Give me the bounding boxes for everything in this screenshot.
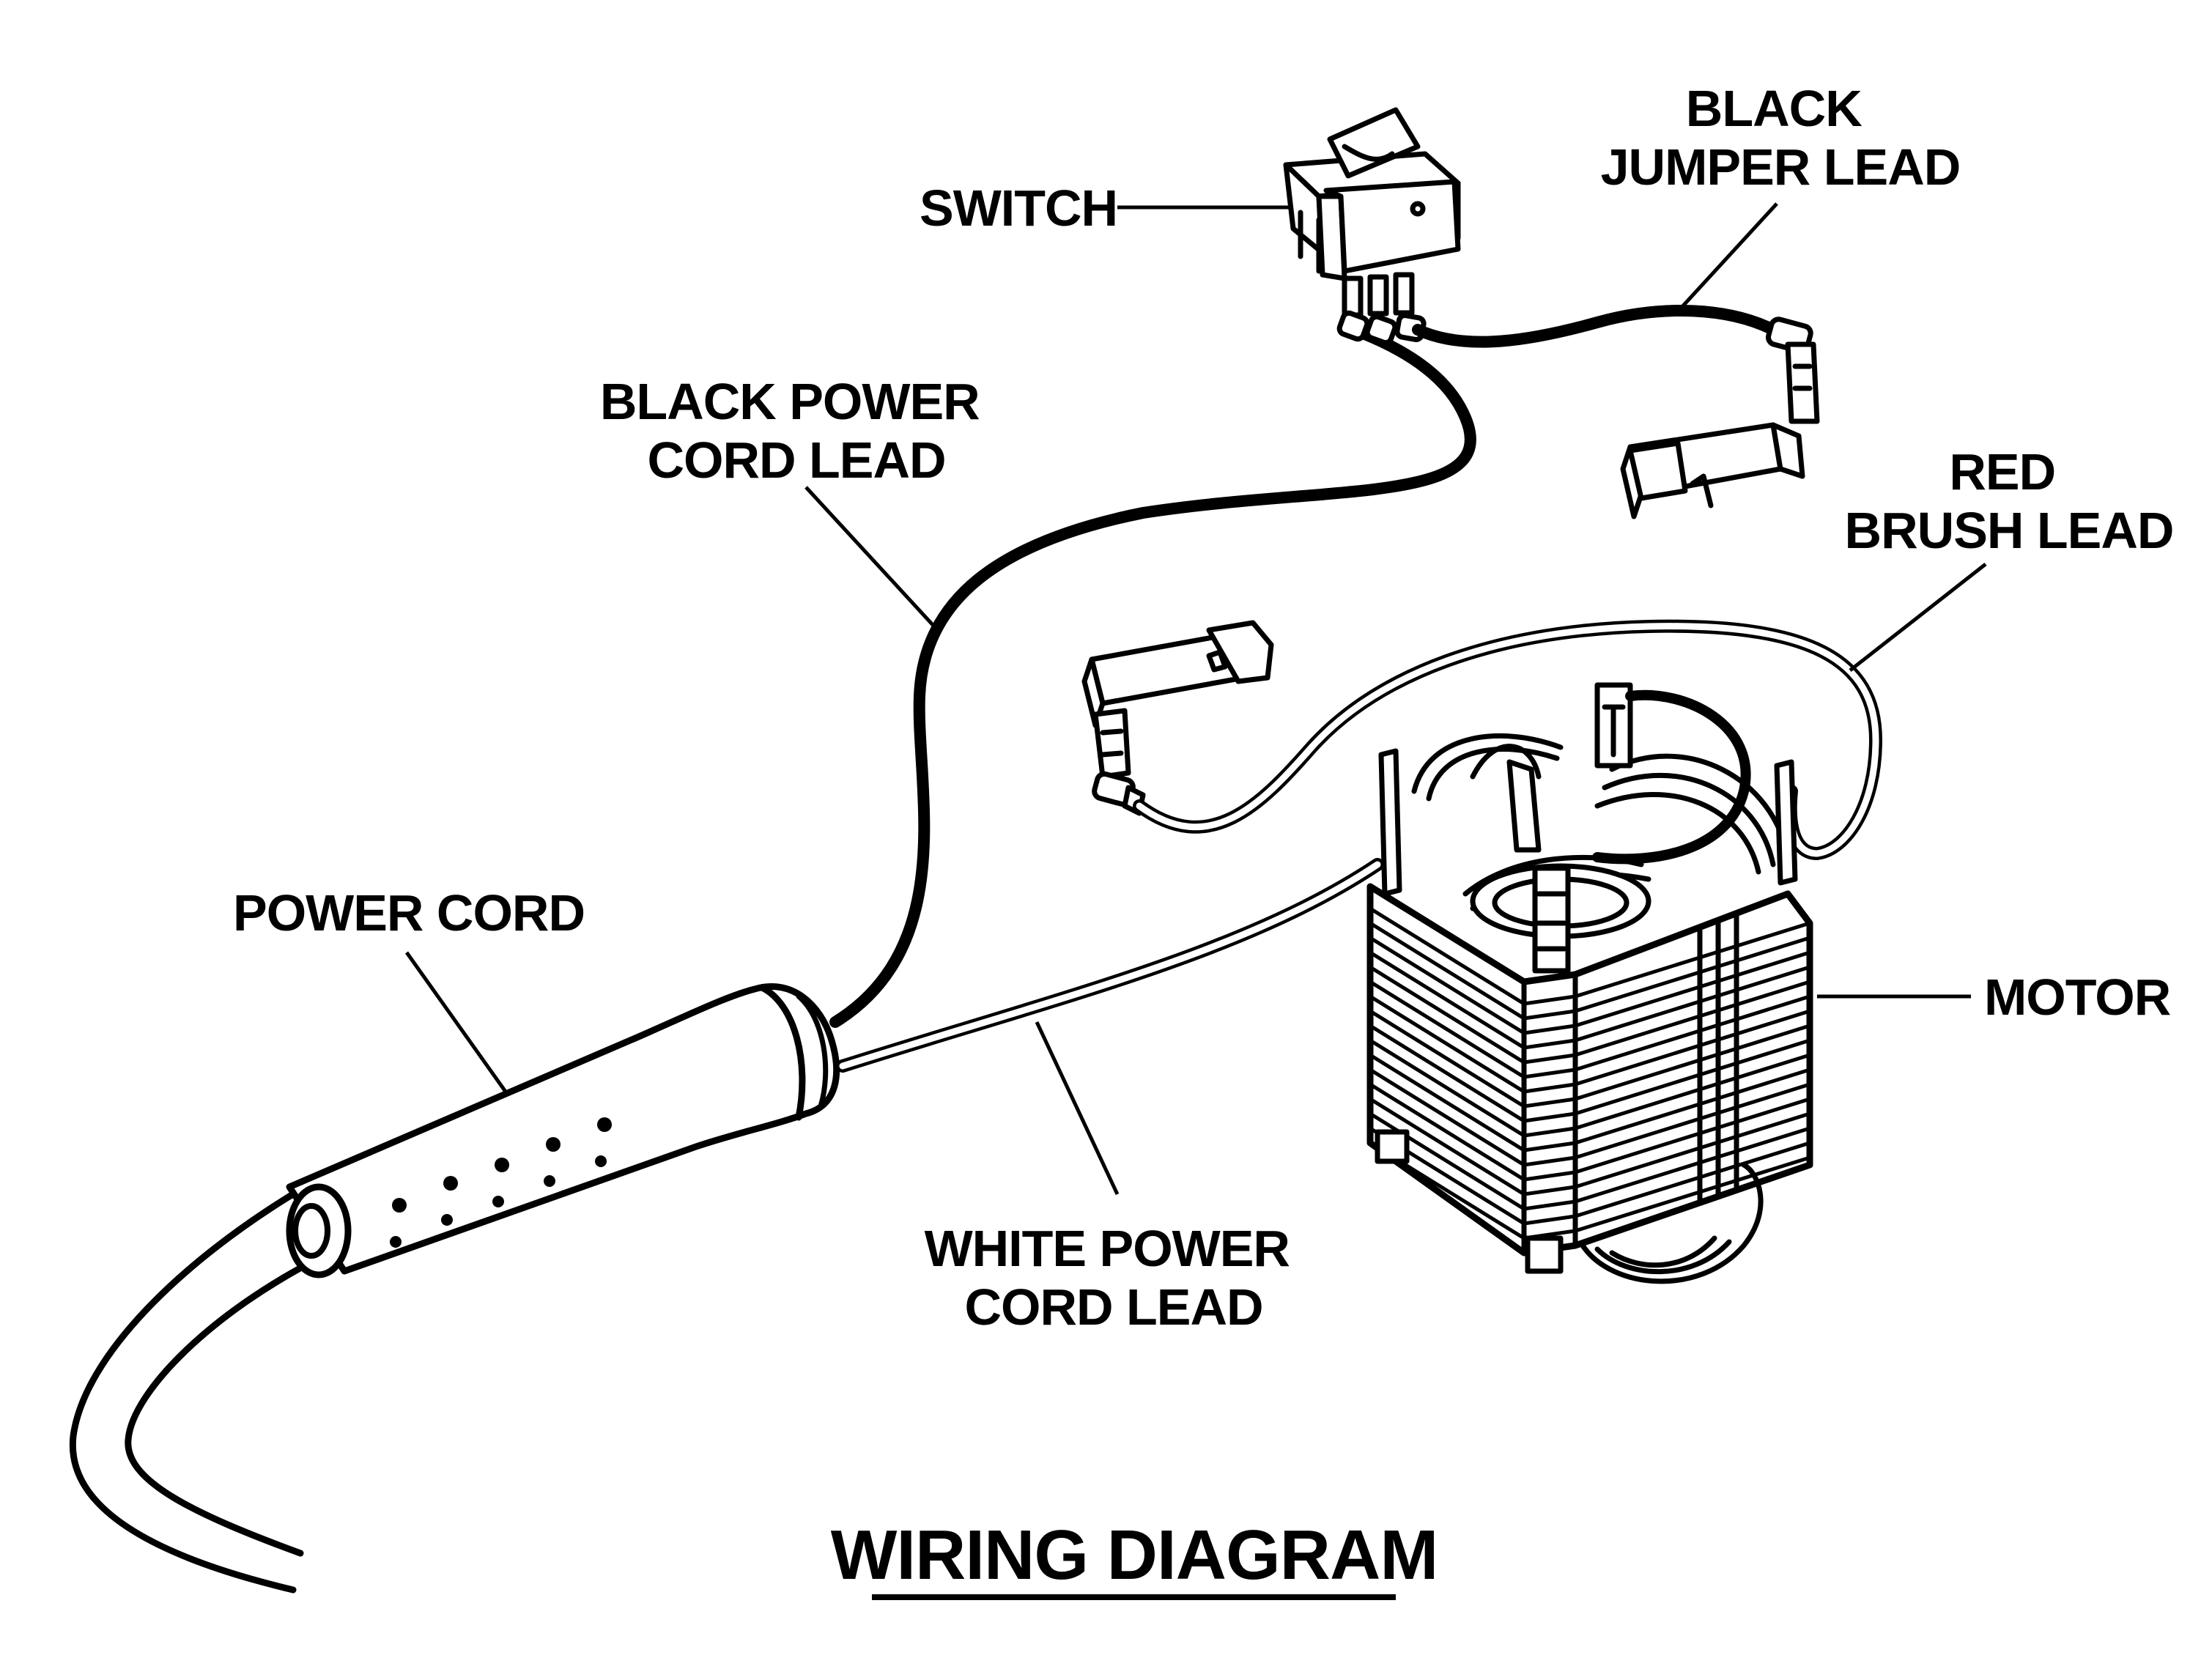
lamination-line bbox=[1368, 1097, 1812, 1196]
lamination-line bbox=[1368, 965, 1812, 1065]
label-white-power-cord-lead: WHITE POWER CORD LEAD bbox=[925, 1220, 1303, 1336]
leader-black-power-cord-lead bbox=[804, 486, 936, 628]
motor bbox=[1366, 682, 1813, 1284]
lamination-line bbox=[1368, 1009, 1812, 1109]
label-black-jumper-lead-line-1: BLACK bbox=[1686, 80, 1862, 137]
black-jumper-lead-wire bbox=[1412, 304, 1779, 348]
red-brush-lead-wire bbox=[1133, 619, 1883, 861]
label-switch: SWITCH bbox=[920, 180, 1117, 237]
grip-dots bbox=[390, 1117, 612, 1248]
lamination-line bbox=[1368, 1082, 1812, 1182]
leader-lines bbox=[404, 202, 1987, 1196]
lamination-line bbox=[1368, 1141, 1812, 1240]
jumper-lead-connector bbox=[1620, 317, 1820, 519]
lamination-line bbox=[1368, 1038, 1812, 1138]
white-power-cord-lead-wire bbox=[836, 858, 1384, 1073]
lamination-line bbox=[1368, 936, 1812, 1035]
switch-body bbox=[1283, 107, 1461, 346]
label-black-power-cord-lead-line-2: CORD LEAD bbox=[647, 432, 945, 489]
label-black-power-cord-lead: BLACK POWER CORD LEAD bbox=[600, 373, 993, 489]
lamination-line bbox=[1368, 906, 1812, 1006]
diagram-title: WIRING DIAGRAM bbox=[831, 1516, 1438, 1594]
leader-power-cord bbox=[404, 951, 508, 1093]
lamination-line bbox=[1368, 1053, 1812, 1152]
label-red-brush-lead-line-2: BRUSH LEAD bbox=[1845, 502, 2174, 559]
lamination-line bbox=[1368, 1126, 1812, 1226]
lamination-line bbox=[1368, 994, 1812, 1094]
leader-red-brush-lead bbox=[1849, 563, 1987, 672]
power-cord-cable bbox=[69, 1187, 326, 1594]
label-red-brush-lead-line-1: RED bbox=[1949, 443, 2055, 500]
label-red-brush-lead: RED BRUSH LEAD bbox=[1845, 443, 2174, 559]
leader-black-jumper-lead bbox=[1676, 202, 1778, 313]
stator-laminations bbox=[1368, 906, 1812, 1240]
lamination-line bbox=[1368, 1111, 1812, 1211]
black-power-cord-lead-wire bbox=[829, 327, 1476, 1028]
lamination-line bbox=[1368, 1024, 1812, 1123]
label-black-jumper-lead-line-2: JUMPER LEAD bbox=[1601, 138, 1961, 196]
lamination-line bbox=[1368, 921, 1812, 1021]
label-power-cord: POWER CORD bbox=[233, 884, 585, 941]
label-black-jumper-lead: BLACK JUMPER LEAD bbox=[1601, 80, 1961, 196]
lamination-line bbox=[1368, 980, 1812, 1079]
leader-white-power-cord-lead bbox=[1035, 1021, 1120, 1196]
lamination-line bbox=[1368, 950, 1812, 1050]
label-white-power-cord-lead-line-1: WHITE POWER bbox=[925, 1220, 1290, 1277]
label-motor: MOTOR bbox=[1984, 969, 2171, 1026]
label-white-power-cord-lead-line-2: CORD LEAD bbox=[964, 1278, 1262, 1336]
power-cord-strain-relief bbox=[286, 983, 840, 1278]
brush-lead-connector bbox=[1081, 620, 1274, 816]
lamination-line bbox=[1368, 1067, 1812, 1167]
label-black-power-cord-lead-line-1: BLACK POWER bbox=[600, 373, 980, 430]
